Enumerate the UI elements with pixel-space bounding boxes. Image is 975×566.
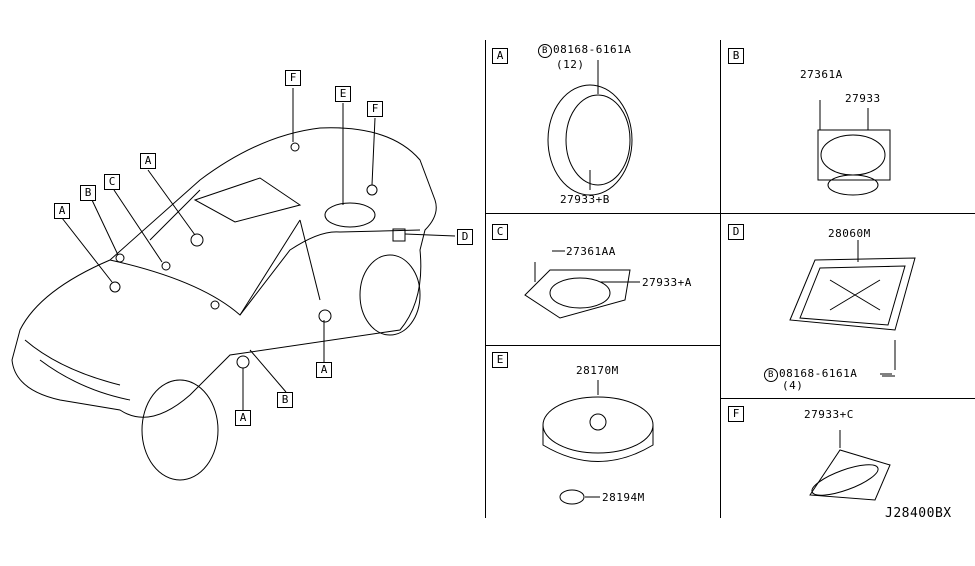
callout-c: C bbox=[104, 174, 120, 190]
callout-a: A bbox=[54, 203, 70, 219]
panel-b-label: B bbox=[728, 48, 744, 64]
panel-a-label: A bbox=[492, 48, 508, 64]
part-27933-a: 27933+A bbox=[642, 276, 692, 289]
part-28060m: 28060M bbox=[828, 227, 871, 240]
callout-a: A bbox=[316, 362, 332, 378]
callout-b: B bbox=[277, 392, 293, 408]
speaker-27933-a-drawing bbox=[524, 250, 640, 319]
callout-d: D bbox=[457, 229, 473, 245]
callout-e: E bbox=[335, 86, 351, 102]
module-28060m-drawing bbox=[789, 240, 916, 375]
part-27933: 27933 bbox=[845, 92, 881, 105]
bolt-part-number: 08168-6161A bbox=[553, 43, 632, 56]
tweeter-27933-c-drawing bbox=[809, 375, 895, 501]
part-27933-b: 27933+B bbox=[560, 193, 610, 206]
panel-f-label: F bbox=[728, 406, 744, 422]
bolt-qty: (12) bbox=[556, 58, 585, 71]
bolt-qty: (4) bbox=[782, 379, 804, 392]
speaker-27933-drawing bbox=[817, 100, 891, 196]
callout-b: B bbox=[80, 185, 96, 201]
part-27361a: 27361A bbox=[800, 68, 843, 81]
panel-c-label: C bbox=[492, 224, 508, 240]
woofer-28170m-drawing bbox=[542, 380, 654, 505]
bolt-part-number: 08168-6161A bbox=[779, 367, 858, 380]
part-28170m: 28170M bbox=[576, 364, 619, 377]
part-27361aa: 27361AA bbox=[566, 245, 616, 258]
speaker-27933-b-drawing bbox=[547, 60, 633, 196]
diagram-code: J28400BX bbox=[885, 506, 952, 521]
callout-f: F bbox=[285, 70, 301, 86]
panel-e-label: E bbox=[492, 352, 508, 368]
callout-f: F bbox=[367, 101, 383, 117]
callout-a: A bbox=[140, 153, 156, 169]
bolt-marker-b: B bbox=[538, 44, 552, 58]
bolt-marker-b: B bbox=[764, 368, 778, 382]
part-27933-c: 27933+C bbox=[804, 408, 854, 421]
part-28194m: 28194M bbox=[602, 491, 645, 504]
panel-d-label: D bbox=[728, 224, 744, 240]
callout-a: A bbox=[235, 410, 251, 426]
car-illustration bbox=[11, 127, 437, 481]
